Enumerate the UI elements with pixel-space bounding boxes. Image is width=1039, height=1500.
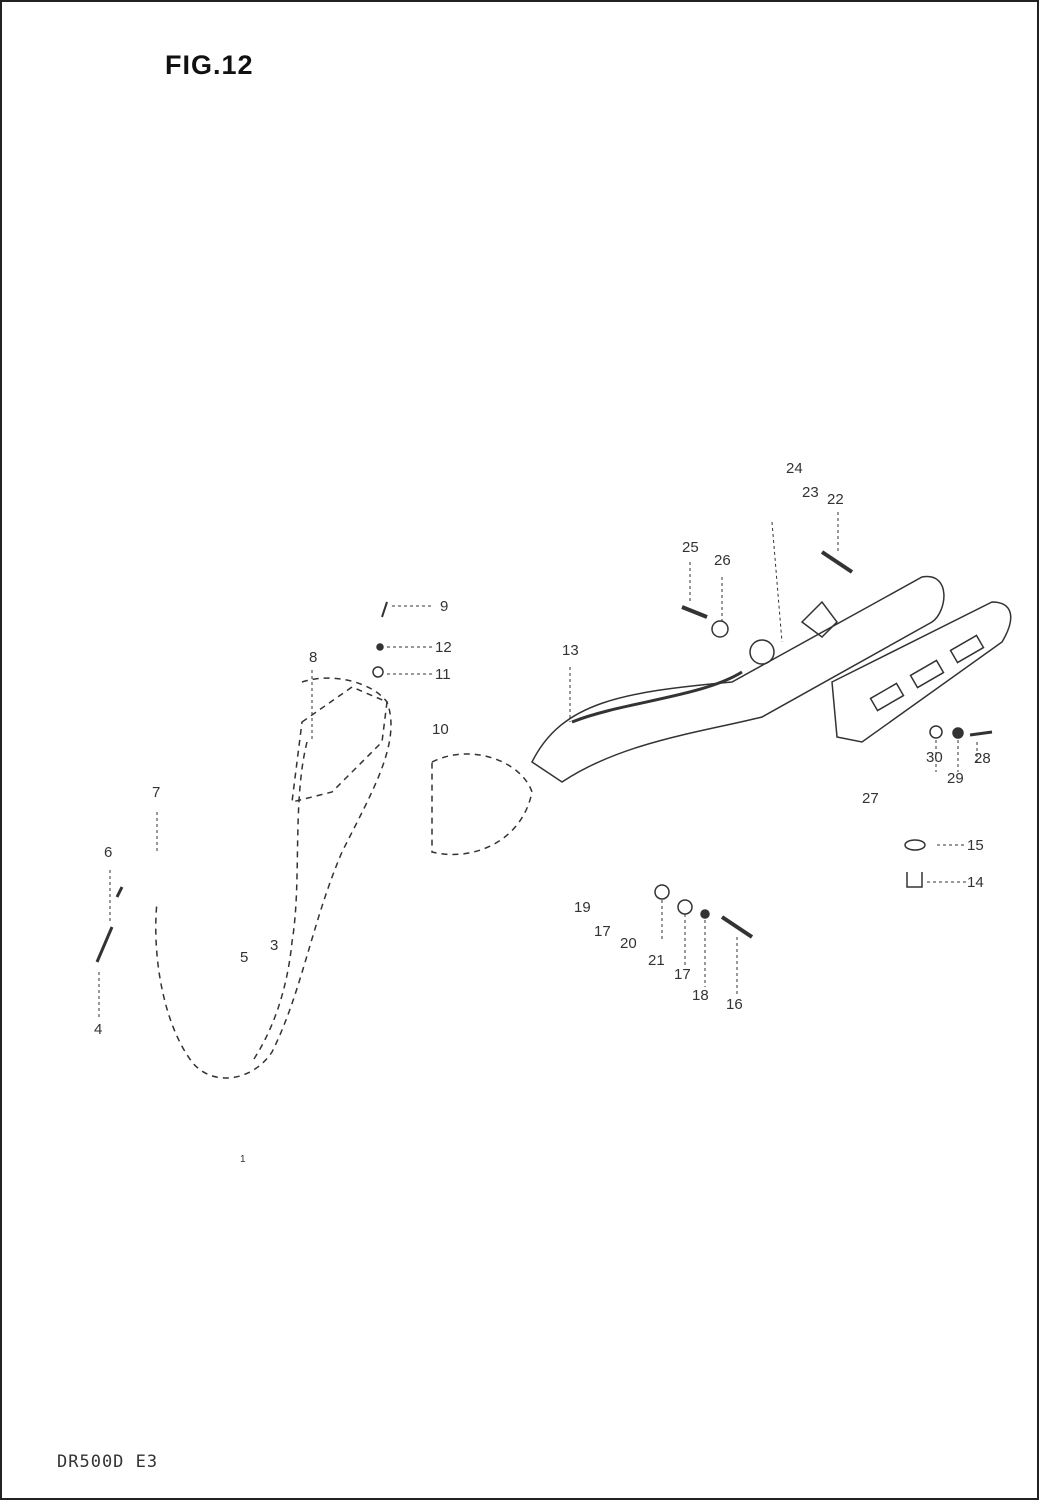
callout-28: 28 <box>974 750 991 767</box>
guard-slot <box>909 659 945 689</box>
washer-21 <box>654 884 670 900</box>
callout-30: 30 <box>926 749 943 766</box>
stay-wire <box>571 670 743 724</box>
bolt-22 <box>820 550 854 574</box>
callout-25: 25 <box>682 539 699 556</box>
callout-18: 18 <box>692 987 709 1004</box>
callout-23: 23 <box>802 484 819 501</box>
guard-slot <box>869 682 905 712</box>
callout-10: 10 <box>432 721 449 738</box>
gasket-15 <box>904 839 926 851</box>
callout-22: 22 <box>827 491 844 508</box>
muffler-joint <box>431 753 533 856</box>
callout-11: 11 <box>435 666 451 683</box>
callout-15: 15 <box>967 837 984 854</box>
callout-16: 16 <box>726 996 743 1013</box>
callout-13: 13 <box>562 642 579 659</box>
muffler <box>531 576 945 783</box>
washer-30 <box>929 725 943 739</box>
callout-29: 29 <box>947 770 964 787</box>
callout-9: 9 <box>440 598 449 615</box>
washer-17 <box>677 899 693 915</box>
nut-6 <box>115 886 124 898</box>
nut-29 <box>952 727 964 739</box>
callout-17b: 17 <box>674 966 691 983</box>
exhaust-pipe <box>155 677 392 1079</box>
bolt-28 <box>969 730 993 737</box>
nut-18 <box>700 909 710 919</box>
stud-6 <box>95 926 114 963</box>
leader-lines <box>98 512 978 1017</box>
callout-20: 20 <box>620 935 637 952</box>
exhaust-pipe-inner <box>251 741 308 1063</box>
clamp-ring <box>749 639 775 665</box>
callout-4: 4 <box>94 1021 103 1038</box>
callout-21: 21 <box>648 952 665 969</box>
callout-19: 19 <box>574 899 591 916</box>
callout-17a: 17 <box>594 923 611 940</box>
callout-3: 3 <box>270 937 279 954</box>
model-code-footer: DR500D E3 <box>57 1452 159 1472</box>
grommet <box>711 620 729 638</box>
bolt-25 <box>681 605 708 619</box>
muffler-guard <box>831 601 1012 743</box>
callout-7: 7 <box>152 784 161 801</box>
guard-slot <box>949 634 985 664</box>
bracket <box>800 600 838 638</box>
callout-6: 6 <box>104 844 113 861</box>
bolt-9 <box>381 601 388 618</box>
clamp-14 <box>906 872 923 888</box>
callout-1: 1 <box>240 1154 246 1165</box>
callout-24: 24 <box>786 460 803 477</box>
nut-12 <box>376 643 384 651</box>
callout-8: 8 <box>309 649 318 666</box>
figure-title: FIG.12 <box>165 50 254 80</box>
washer-11 <box>372 666 384 678</box>
callout-14: 14 <box>967 874 984 891</box>
callout-26: 26 <box>714 552 731 569</box>
bolt-16 <box>720 915 754 939</box>
callout-12: 12 <box>435 639 452 656</box>
callout-5: 5 <box>240 949 249 966</box>
callout-27: 27 <box>862 790 879 807</box>
